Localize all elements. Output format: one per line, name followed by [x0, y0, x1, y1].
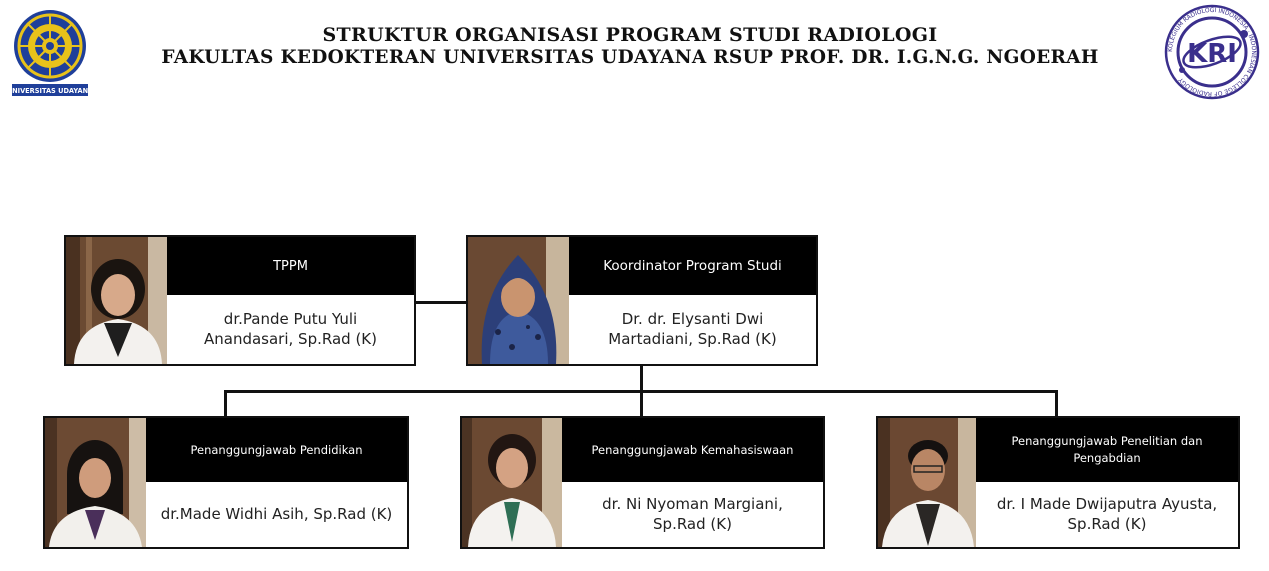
person-name-kemahasiswaan: dr. Ni Nyoman Margiani, Sp.Rad (K)	[602, 495, 783, 533]
connector-drop-pendidikan	[224, 390, 227, 418]
photo-tppm	[66, 237, 167, 364]
logo-right-text: KRI	[1187, 39, 1237, 69]
card-koordinator: Koordinator Program Studi Dr. dr. Elysan…	[466, 235, 818, 366]
person-name-koordinator: Dr. dr. Elysanti Dwi Martadiani, Sp.Rad …	[608, 310, 777, 348]
role-label-penelitian: Penanggungjawab Penelitian dan Pengabdia…	[976, 418, 1238, 482]
photo-penelitian	[878, 418, 976, 547]
photo-pendidikan	[45, 418, 146, 547]
page-title-line2: FAKULTAS KEDOKTERAN UNIVERSITAS UDAYANA …	[161, 47, 1099, 68]
card-tppm: TPPM dr.Pande Putu Yuli Anandasari, Sp.R…	[64, 235, 416, 366]
role-label-koordinator: Koordinator Program Studi	[569, 237, 816, 295]
connector-koordinator-trunk	[640, 364, 643, 392]
role-label-pendidikan: Penanggungjawab Pendidikan	[146, 418, 407, 482]
photo-kemahasiswaan	[462, 418, 562, 547]
connector-tppm-koordinator	[413, 301, 467, 304]
person-name-tppm: dr.Pande Putu Yuli Anandasari, Sp.Rad (K…	[204, 310, 377, 348]
photo-koordinator	[468, 237, 569, 364]
role-label-kemahasiswaan: Penanggungjawab Kemahasiswaan	[562, 418, 823, 482]
header: UNIVERSITAS UDAYANA STRUKTUR ORGANISASI …	[0, 0, 1269, 110]
logo-left-caption: UNIVERSITAS UDAYANA	[10, 87, 90, 95]
person-name-penelitian: dr. I Made Dwijaputra Ayusta, Sp.Rad (K)	[996, 495, 1218, 533]
kolegium-radiologi-indonesia-logo: KOLEGIUM RADIOLOGI INDONESIA · INDONESIA…	[1164, 4, 1260, 100]
universitas-udayana-logo: UNIVERSITAS UDAYANA	[10, 10, 90, 96]
connector-drop-kemahasiswaan	[640, 390, 643, 418]
page-title-line1: STRUKTUR ORGANISASI PROGRAM STUDI RADIOL…	[322, 24, 938, 46]
card-kemahasiswaan: Penanggungjawab Kemahasiswaan dr. Ni Nyo…	[460, 416, 825, 549]
card-pendidikan: Penanggungjawab Pendidikan dr.Made Widhi…	[43, 416, 409, 549]
connector-drop-penelitian	[1055, 390, 1058, 418]
person-name-pendidikan: dr.Made Widhi Asih, Sp.Rad (K)	[160, 504, 393, 523]
card-penelitian: Penanggungjawab Penelitian dan Pengabdia…	[876, 416, 1240, 549]
role-label-tppm: TPPM	[167, 237, 414, 295]
